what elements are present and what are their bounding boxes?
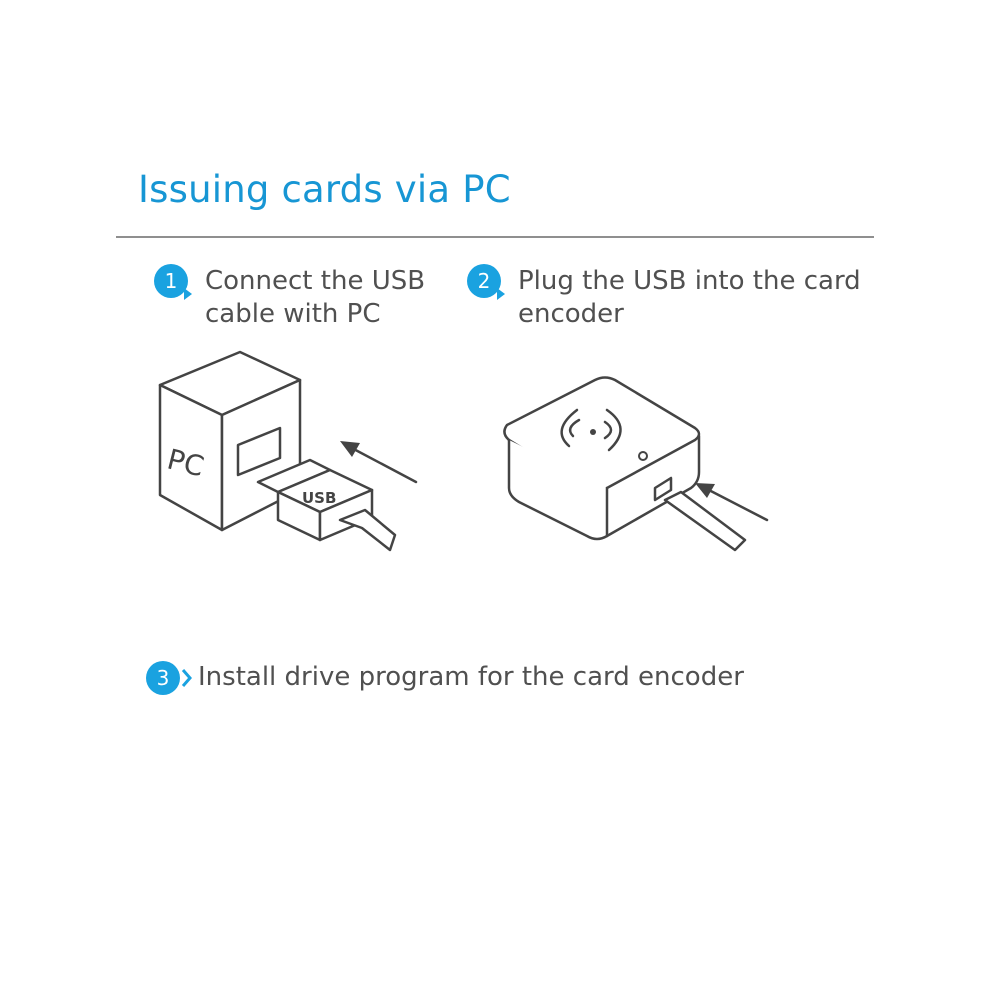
step-2-number: 2 — [477, 269, 491, 293]
insert-arrow-shaft — [346, 444, 418, 484]
nfc-wave-4 — [605, 408, 622, 452]
nfc-wave-1 — [568, 418, 581, 438]
encoder-side — [605, 434, 701, 538]
step-1-line-2: cable with PC — [205, 299, 381, 329]
pc-usb-port — [236, 426, 282, 477]
encoder-led — [638, 451, 648, 461]
usb-cable — [338, 508, 397, 552]
step-3-number: 3 — [156, 666, 170, 690]
step-1-number: 1 — [164, 269, 178, 293]
nfc-wave-3 — [603, 420, 613, 440]
encoder-arrow-head — [695, 483, 715, 498]
encoder-arrow-shaft — [703, 486, 769, 522]
usb-label: USB — [302, 489, 336, 507]
step-1-badge: 1 — [154, 264, 188, 298]
step-3-chevron — [181, 669, 192, 687]
step-3-line-1: Install drive program for the card encod… — [198, 662, 744, 692]
card-encoder-illustration — [503, 376, 769, 552]
step-2-line-1: Plug the USB into the card — [518, 266, 861, 296]
step-2-line-2: encoder — [518, 299, 624, 329]
step-1-text: Connect the USB cable with PC — [205, 265, 425, 331]
insert-arrow-head — [340, 441, 360, 457]
step-1-badge-tail — [184, 288, 192, 300]
step-3-text: Install drive program for the card encod… — [198, 661, 744, 694]
nfc-wave-2 — [560, 408, 579, 448]
step-2-badge: 2 — [467, 264, 501, 298]
pc-usb-illustration: PC USB — [158, 350, 418, 552]
page-title: Issuing cards via PC — [138, 168, 511, 211]
step-3-badge: 3 — [146, 661, 180, 695]
title-divider — [116, 236, 874, 238]
encoder-cable — [663, 490, 747, 552]
nfc-center-dot — [590, 429, 596, 435]
step-1-line-1: Connect the USB — [205, 266, 426, 296]
encoder-front — [507, 438, 609, 541]
step-2-badge-tail — [497, 288, 505, 300]
encoder-usb-port — [653, 476, 673, 502]
step-2-text: Plug the USB into the card encoder — [518, 265, 861, 331]
